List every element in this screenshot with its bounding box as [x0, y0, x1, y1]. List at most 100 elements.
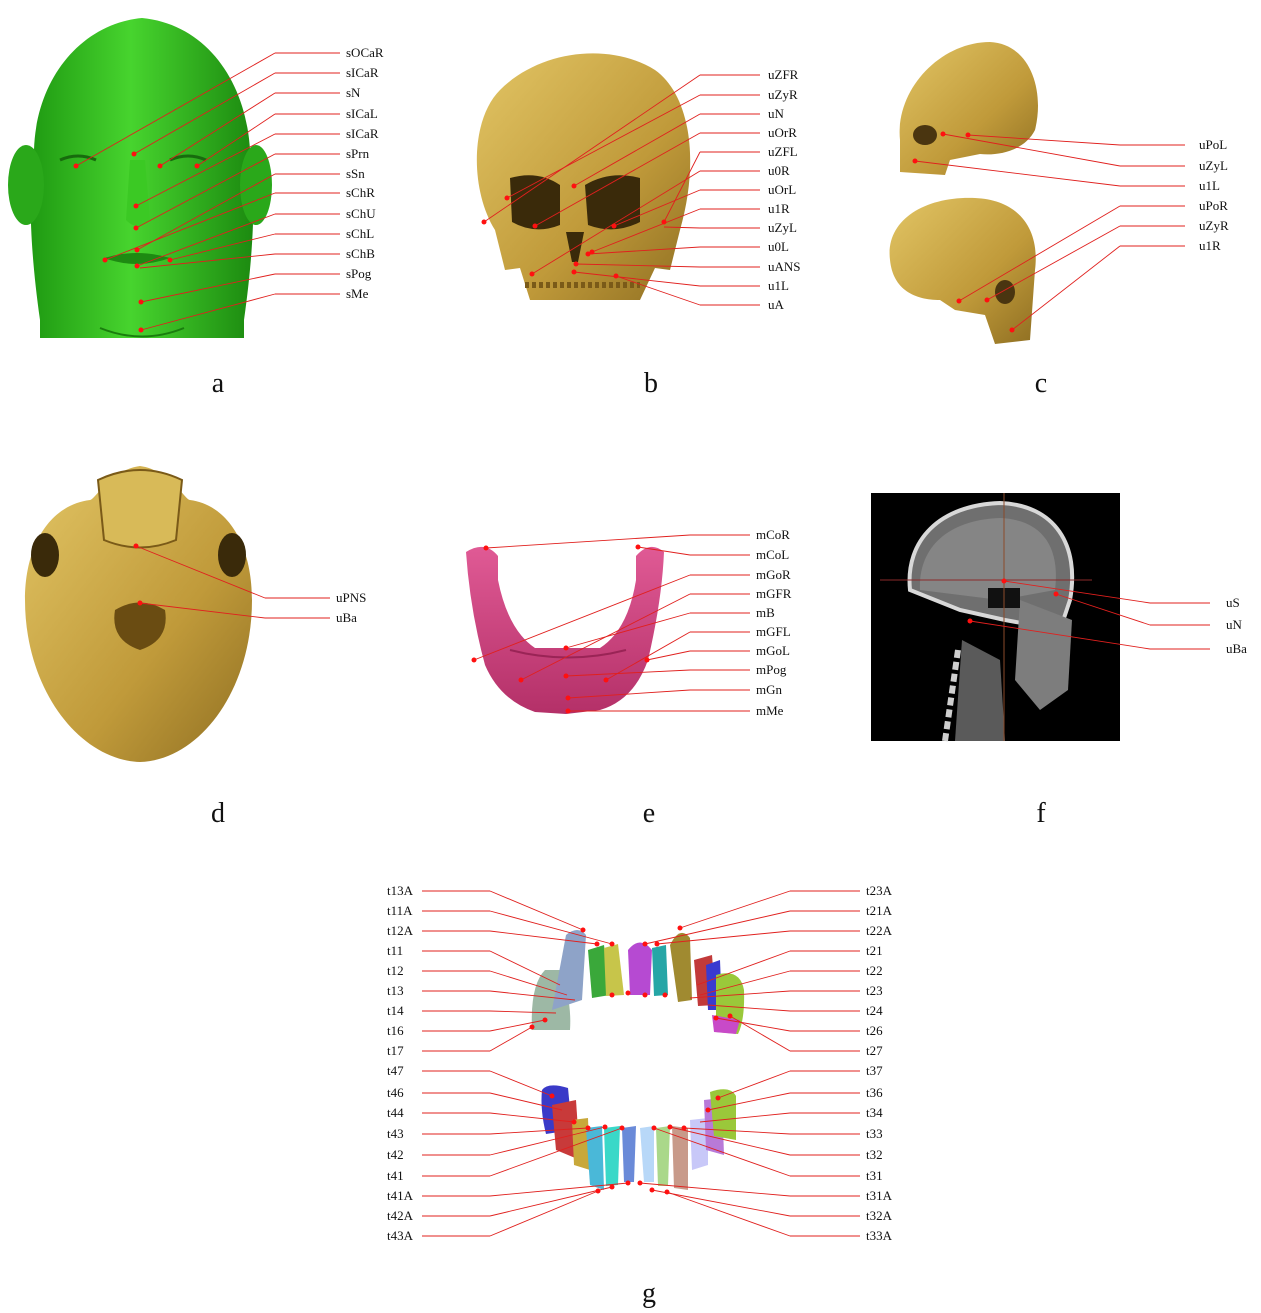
landmark-label: uZyR [1199, 218, 1229, 233]
landmark-label: t21A [866, 903, 893, 918]
landmark-label: mGFR [756, 586, 792, 601]
landmark-label: uZyR [768, 87, 798, 102]
landmark-label: uN [1226, 617, 1243, 632]
landmark-label: u0R [768, 163, 790, 178]
landmark-label: uPNS [336, 590, 366, 605]
panel-caption-d: d [211, 798, 225, 829]
skull-base-model [25, 466, 252, 762]
landmark-label: uPoR [1199, 198, 1228, 213]
landmark-label: t23 [866, 983, 883, 998]
panel-g-left-labels: t13A t11A t12A t11 t12 t13 t14 t16 t17 t… [387, 883, 414, 1243]
landmark-label: sSn [346, 166, 365, 181]
panel-caption-f: f [1036, 798, 1046, 829]
landmark-label: mGFL [756, 624, 791, 639]
landmark-label: t11A [387, 903, 413, 918]
panel-b: uZFR uZyR uN uOrR uZFL u0R uOrL u1R uZyL… [477, 53, 801, 399]
landmark-label: u1R [1199, 238, 1221, 253]
landmark-label: t23A [866, 883, 893, 898]
panel-g: t13A t11A t12A t11 t12 t13 t14 t16 t17 t… [387, 883, 893, 1309]
landmark-label: sPrn [346, 146, 370, 161]
landmark-label: t42A [387, 1208, 414, 1223]
landmark-label: uZFL [768, 144, 798, 159]
landmark-label: t36 [866, 1085, 883, 1100]
landmark-label: t43A [387, 1228, 414, 1243]
landmark-label: sChR [346, 185, 375, 200]
landmark-label: mCoR [756, 527, 790, 542]
landmark-label: t37 [866, 1063, 883, 1078]
landmark-label: mMe [756, 703, 784, 718]
landmark-label: sChL [346, 226, 374, 241]
landmark-label: t43 [387, 1126, 404, 1141]
landmark-label: sChU [346, 206, 376, 221]
landmark-label: uBa [1226, 641, 1247, 656]
landmark-label: t26 [866, 1023, 883, 1038]
landmark-label: mGn [756, 682, 783, 697]
landmark-label: t24 [866, 1003, 883, 1018]
landmark-label: t27 [866, 1043, 883, 1058]
landmark-label: t42 [387, 1147, 404, 1162]
face-model [8, 18, 272, 338]
panel-c: uPoL uZyL u1L uPoR uZyR u1R c [890, 42, 1229, 399]
landmark-label: t12A [387, 923, 414, 938]
panel-a-labels: sOCaR sICaR sN sICaL sICaR sPrn sSn sChR… [346, 45, 384, 301]
panel-g-right-labels: t23A t21A t22A t21 t22 t23 t24 t26 t27 t… [866, 883, 893, 1243]
landmark-label: t33 [866, 1126, 883, 1141]
ct-slice-image [871, 493, 1120, 741]
landmark-label: t17 [387, 1043, 404, 1058]
landmark-label: t34 [866, 1105, 883, 1120]
panel-c-labels: uPoL uZyL u1L uPoR uZyR u1R [1199, 137, 1229, 253]
landmark-label: t13A [387, 883, 414, 898]
landmark-label: uOrR [768, 125, 797, 140]
landmark-label: uN [768, 106, 785, 121]
panel-caption-e: e [643, 798, 655, 829]
panel-caption-b: b [644, 368, 658, 399]
landmark-label: uBa [336, 610, 357, 625]
landmark-label: t32 [866, 1147, 883, 1162]
panel-caption-c: c [1035, 368, 1047, 399]
panel-d-labels: uPNS uBa [336, 590, 366, 625]
landmark-label: uZFR [768, 67, 799, 82]
landmark-label: mGoL [756, 643, 790, 658]
panel-f: uS uN uBa f [871, 493, 1247, 829]
landmark-label: uZyL [768, 220, 797, 235]
landmark-label: uA [768, 297, 785, 312]
panel-e-labels: mCoR mCoL mGoR mGFR mB mGFL mGoL mPog mG… [756, 527, 792, 718]
landmark-label: sN [346, 85, 361, 100]
panel-e: mCoR mCoL mGoR mGFR mB mGFL mGoL mPog mG… [466, 527, 792, 829]
landmark-label: t12 [387, 963, 404, 978]
landmark-label: mPog [756, 662, 787, 677]
landmark-label: t46 [387, 1085, 404, 1100]
panel-caption-g: g [642, 1278, 656, 1309]
landmark-label: t47 [387, 1063, 404, 1078]
landmark-label: uANS [768, 259, 801, 274]
panel-b-labels: uZFR uZyR uN uOrR uZFL u0R uOrL u1R uZyL… [768, 67, 801, 312]
landmark-label: uZyL [1199, 158, 1228, 173]
landmark-label: t22 [866, 963, 883, 978]
landmark-label: u0L [768, 239, 789, 254]
landmark-label: t33A [866, 1228, 893, 1243]
panel-d: uPNS uBa d [25, 466, 366, 829]
landmark-label: mCoL [756, 547, 789, 562]
landmark-label: t21 [866, 943, 883, 958]
landmark-label: sMe [346, 286, 369, 301]
landmark-label: u1L [768, 278, 789, 293]
landmark-label: t31 [866, 1168, 883, 1183]
landmark-label: mGoR [756, 567, 791, 582]
upper-dentition-model [532, 930, 744, 1034]
landmark-label: uOrL [768, 182, 796, 197]
landmark-label: t31A [866, 1188, 893, 1203]
landmark-label: sOCaR [346, 45, 384, 60]
landmark-label: sICaR [346, 65, 379, 80]
landmark-label: t32A [866, 1208, 893, 1223]
skull-lateral-left-model [900, 42, 1038, 175]
mandible-model [466, 547, 664, 714]
landmark-label: sChB [346, 246, 375, 261]
landmark-label: u1L [1199, 178, 1220, 193]
landmark-label: uPoL [1199, 137, 1227, 152]
landmark-label: t44 [387, 1105, 404, 1120]
panel-a: sOCaR sICaR sN sICaL sICaR sPrn sSn sChR… [8, 18, 384, 399]
landmark-label: mB [756, 605, 775, 620]
landmark-label: t41A [387, 1188, 414, 1203]
panel-caption-a: a [212, 368, 225, 399]
landmark-label: t22A [866, 923, 893, 938]
